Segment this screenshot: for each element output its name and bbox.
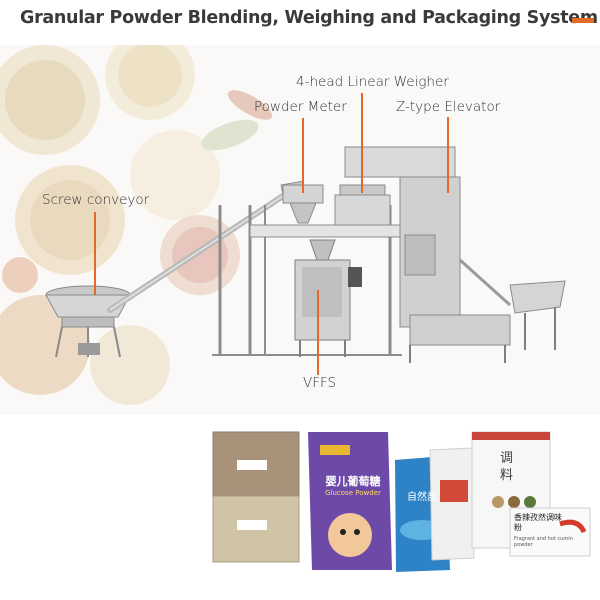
glucose-bag-subtitle: Glucose Powder [325, 489, 381, 497]
spicy-sachet [509, 507, 591, 557]
packaging-frame [212, 205, 402, 356]
spicy-sachet-text: 香辣孜然调味粉 [514, 513, 562, 532]
label-screw-conveyor: Screw conveyor [42, 192, 150, 208]
packages-illustration [212, 431, 591, 572]
sample-packages: 婴儿葡萄糖 Glucose Powder 自然盐 调料 香辣孜然调味粉 Frag… [0, 420, 600, 600]
powder-meter-machine [282, 184, 324, 224]
label-powder-meter: Powder Meter [254, 99, 347, 115]
granule-bag-bottom [212, 495, 300, 563]
granule-bag-top [212, 431, 300, 501]
glucose-bag-title: 婴儿葡萄糖 [325, 475, 381, 488]
label-weigher: 4-head Linear Weigher [296, 74, 449, 90]
page-title: Granular Powder Blending, Weighing and P… [20, 8, 598, 28]
seasoning-bag-text: 调料 [500, 451, 514, 483]
spicy-sachet-subtitle: Fragrant and hot cumin powder [514, 536, 573, 548]
machine-illustration [0, 45, 566, 405]
label-vffs: VFFS [303, 375, 337, 391]
red-label-bag [429, 447, 475, 561]
z-elevator-machine [344, 146, 566, 363]
label-leaders [94, 93, 449, 375]
vffs-machine [294, 239, 362, 357]
title-accent-bar [572, 18, 594, 23]
salt-bag-text: 自然盐 [407, 492, 437, 503]
label-z-elevator: Z-type Elevator [396, 99, 501, 115]
glucose-bag [308, 432, 392, 570]
system-diagram: 4-head Linear Weigher Powder Meter Z-typ… [0, 45, 600, 415]
